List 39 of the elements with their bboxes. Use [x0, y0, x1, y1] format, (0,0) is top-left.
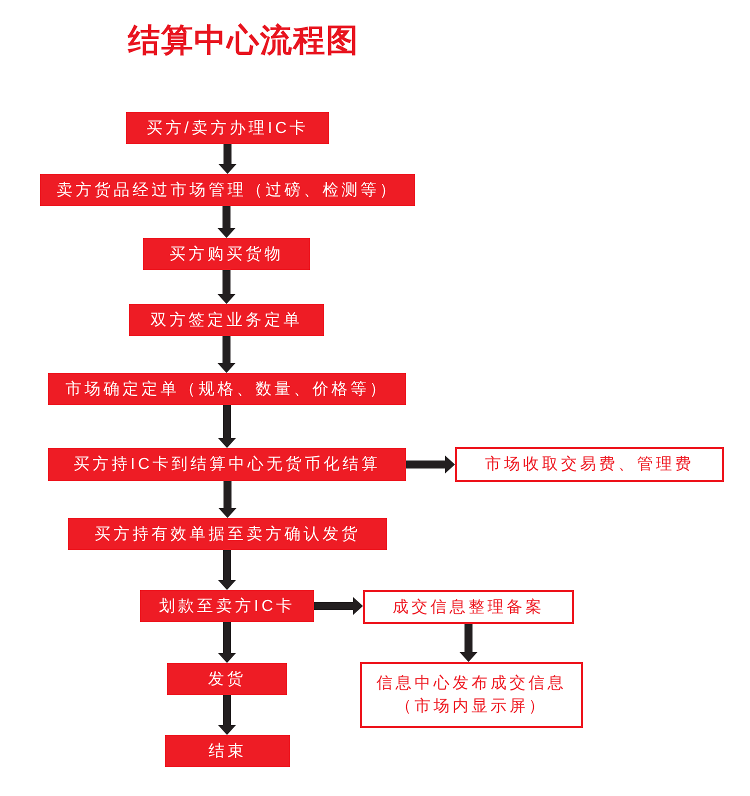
arrow — [218, 550, 236, 590]
step-text: 买方/卖方办理IC卡 — [146, 118, 309, 138]
process-box — [165, 735, 290, 767]
process-box — [68, 518, 387, 550]
step-text: 买方持有效单据至卖方确认发货 — [94, 524, 360, 544]
process-box — [48, 373, 406, 405]
step-text: 成交信息整理备案 — [392, 597, 544, 618]
step-text: 双方签定业务定单 — [150, 310, 302, 330]
process-box — [363, 590, 574, 624]
step-text: 卖方货品经过市场管理（过磅、检测等） — [56, 180, 398, 200]
arrow — [218, 481, 236, 518]
arrow — [406, 456, 455, 474]
arrow — [218, 336, 236, 373]
process-box — [360, 662, 583, 728]
step-text: 市场收取交易费、管理费 — [485, 454, 694, 475]
arrow — [218, 144, 236, 174]
step-text: 买方购买货物 — [170, 244, 284, 264]
step-text: 发货 — [208, 670, 246, 690]
step-text: 信息中心发布成交信息（市场内显示屏） — [376, 674, 568, 717]
diagram-title: 结算中心流程图 — [128, 20, 359, 61]
step-text: 划款至卖方IC卡 — [159, 596, 295, 616]
process-box — [40, 174, 415, 206]
process-box — [140, 590, 314, 622]
process-box — [143, 238, 310, 270]
step-text: 市场确定定单（规格、数量、价格等） — [66, 380, 388, 400]
process-box — [455, 447, 724, 482]
arrow — [218, 622, 236, 663]
process-box — [126, 112, 329, 144]
arrow — [218, 695, 236, 735]
arrow — [314, 597, 363, 615]
arrow — [218, 405, 236, 448]
step-text: 结束 — [208, 742, 246, 762]
arrow — [218, 206, 236, 238]
arrow — [460, 624, 478, 662]
step-text: 买方持IC卡到结算中心无货币化结算 — [74, 454, 380, 475]
arrow — [218, 270, 236, 304]
process-box — [167, 663, 287, 695]
process-box — [129, 304, 324, 336]
process-box — [48, 448, 406, 481]
